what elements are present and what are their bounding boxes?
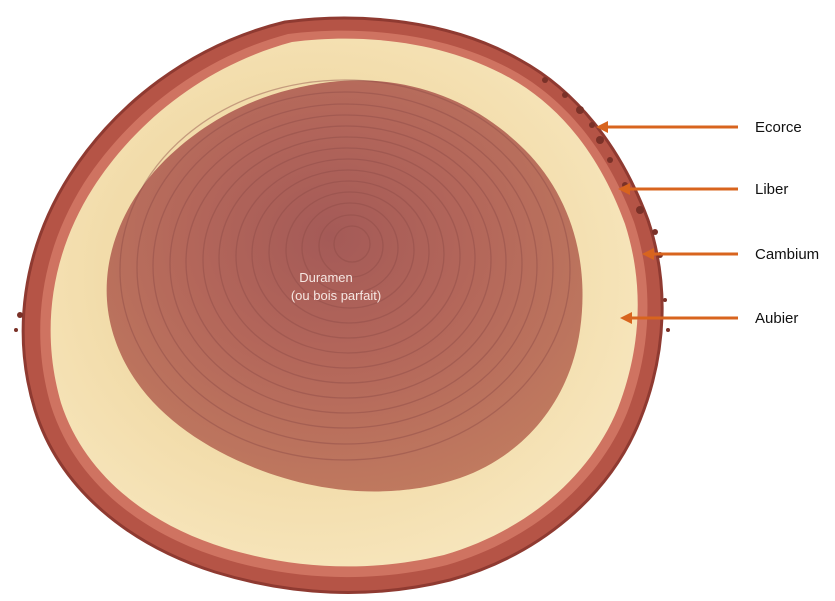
label-ecorce: Ecorce bbox=[755, 119, 802, 136]
duramen-label: Duramen bbox=[299, 270, 352, 285]
label-aubier: Aubier bbox=[755, 310, 798, 327]
label-liber: Liber bbox=[755, 181, 788, 198]
duramen-sublabel: (ou bois parfait) bbox=[291, 288, 381, 303]
label-cambium: Cambium bbox=[755, 246, 819, 263]
